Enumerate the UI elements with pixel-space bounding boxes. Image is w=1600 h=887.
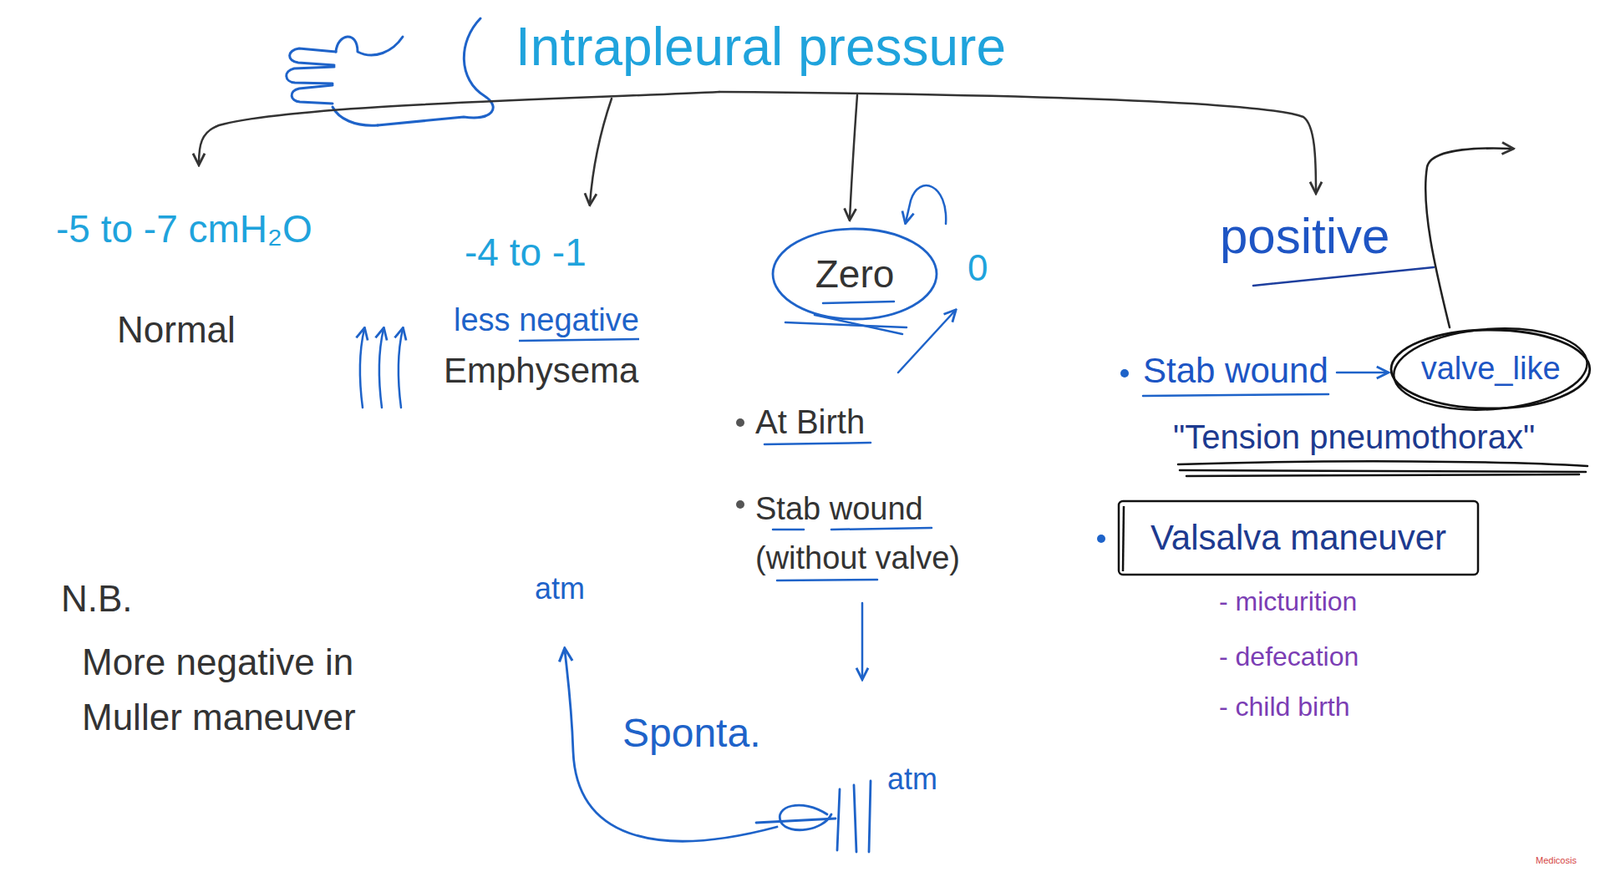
box-border (1118, 501, 1479, 575)
underline (777, 579, 878, 581)
branch-arrow (198, 91, 720, 164)
valsalva-box: Valsalva maneuver (1117, 499, 1480, 577)
wall-line (853, 785, 857, 853)
increase-arrows (360, 329, 403, 408)
branch-lines (198, 91, 1316, 219)
process-label: Sponta. (622, 710, 761, 757)
positive-marks (1142, 148, 1588, 477)
spontaneous-loop (564, 650, 871, 853)
bullet-dot (1120, 369, 1129, 378)
hand-finger (291, 85, 333, 104)
underline (1178, 461, 1588, 467)
bullet-dot (736, 500, 745, 509)
up-arrow (379, 329, 384, 408)
pressure-value: -4 to -1 (464, 230, 587, 275)
underline (831, 528, 932, 530)
node-text: Zero (815, 252, 895, 297)
scribble (756, 818, 836, 823)
example-item: - micturition (1219, 586, 1357, 618)
wall-line (868, 781, 871, 853)
example-item: - defecation (1219, 641, 1359, 673)
underline (1142, 394, 1329, 397)
valve-circle: valve_like (1388, 327, 1593, 412)
underline (518, 339, 640, 341)
pressure-value: positive (1219, 207, 1390, 265)
node-text: valve_like (1421, 350, 1561, 388)
underline (1253, 267, 1434, 286)
hand-sketch (286, 18, 493, 126)
condition-label: "Tension pneumothorax" (1173, 417, 1535, 457)
pressure-value: 0 (967, 247, 988, 290)
box-border (1122, 506, 1124, 572)
condition-label: At Birth (755, 402, 865, 442)
hand-finger (289, 48, 336, 66)
ellipse-outline (1391, 330, 1590, 409)
underline (772, 528, 804, 532)
underline (1179, 470, 1586, 473)
underline (822, 301, 894, 304)
ellipse-outline (1391, 322, 1590, 417)
zero-ellipse: Zero (770, 226, 940, 322)
strike-line (785, 322, 907, 328)
wall-line (837, 789, 840, 851)
underline (764, 442, 871, 445)
diagram-title: Intrapleural pressure (515, 16, 1006, 79)
note-label: less negative (453, 302, 640, 340)
condition-label: Emphysema (443, 350, 639, 392)
underline (1186, 474, 1580, 477)
branch-arrow (719, 91, 1316, 193)
curl-arrow (905, 185, 946, 224)
example-item: - child birth (1219, 691, 1351, 723)
bullet-dot (736, 418, 745, 427)
pressure-value: -5 to -7 cmH₂O (55, 207, 313, 252)
bullets (736, 418, 745, 509)
hand-finger (286, 66, 335, 84)
atm-label: atm (887, 761, 938, 797)
branch-arrow (849, 95, 858, 219)
pointer-arrow (1336, 371, 1387, 375)
note-label: More negative in Muller maneuver (81, 634, 383, 746)
ellipse-outline (772, 228, 937, 320)
condition-label: Stab wound (without valve) (755, 484, 994, 584)
hand-arm (377, 18, 493, 126)
loop-arrow (564, 650, 778, 842)
watermark: Medicosis (1535, 855, 1577, 867)
scribble (779, 805, 832, 831)
condition-label: Stab wound (1142, 350, 1329, 392)
note-heading: N.B. (60, 578, 133, 621)
node-text: Valsalva maneuver (1150, 518, 1447, 559)
up-arrow (398, 329, 403, 408)
outward-arrow (1425, 148, 1513, 328)
up-arrow (360, 329, 365, 408)
hand-thumb (335, 36, 403, 56)
condition-label: Normal (116, 309, 236, 352)
pointer-arrow (898, 310, 955, 373)
branch-arrow (589, 98, 612, 204)
down-arrow (861, 603, 864, 679)
bullet-dot (1097, 534, 1106, 544)
atm-label: atm (534, 571, 585, 606)
